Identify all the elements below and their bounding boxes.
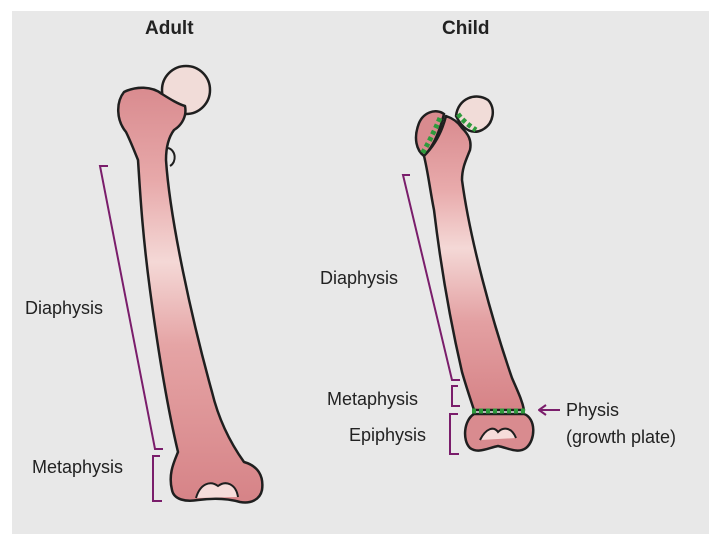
adult-condyle-notch (196, 483, 238, 498)
child-metaphysis-bracket (452, 386, 460, 406)
adult-femur (118, 66, 262, 503)
adult-metaphysis-bracket (153, 456, 162, 501)
child-femur (416, 97, 533, 451)
adult-lesser-trochanter (168, 148, 175, 166)
child-epiphysis-label: Epiphysis (349, 426, 426, 444)
child-title: Child (442, 19, 490, 38)
adult-metaphysis-label: Metaphysis (32, 458, 123, 476)
child-epiphysis-bracket (450, 414, 459, 454)
child-metaphysis-label: Metaphysis (327, 390, 418, 408)
child-diaphysis-label: Diaphysis (320, 269, 398, 287)
physis-label: Physis (566, 401, 619, 419)
physis-note-label: (growth plate) (566, 428, 676, 446)
adult-femur-body (118, 88, 262, 503)
adult-diaphysis-label: Diaphysis (25, 299, 103, 317)
adult-title: Adult (145, 19, 194, 38)
child-femur-body (424, 116, 524, 410)
